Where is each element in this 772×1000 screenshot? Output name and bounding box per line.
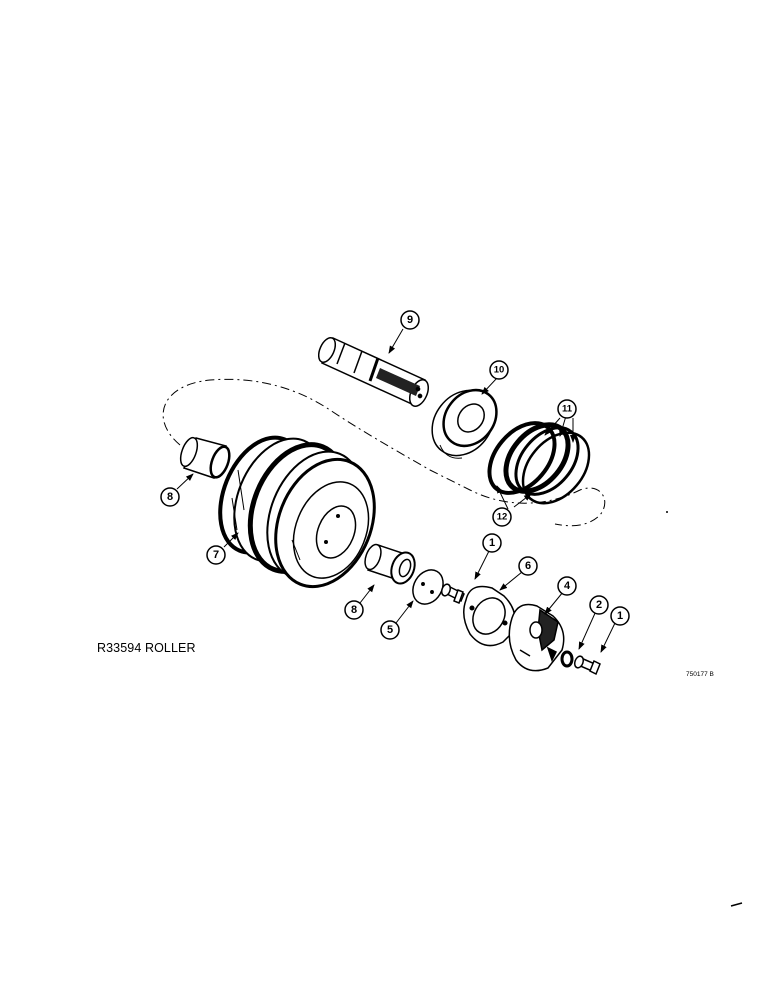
svg-text:6: 6 — [525, 560, 531, 572]
callout-6: 7 — [206, 545, 226, 565]
stray-mark — [730, 902, 743, 907]
svg-text:11: 11 — [562, 404, 573, 415]
lock-washer-part — [560, 650, 574, 668]
callout-7: 8 — [344, 600, 364, 620]
seal-ring-part — [431, 388, 498, 459]
callout-8: 8 — [160, 487, 180, 507]
callout-1-left: 1 — [482, 533, 502, 553]
diagram-caption: R33594 ROLLER — [97, 641, 196, 655]
roller-part — [218, 435, 376, 589]
callout-10: 10 — [489, 360, 509, 380]
washer-part — [412, 569, 444, 605]
svg-text:1: 1 — [489, 537, 495, 549]
svg-text:8: 8 — [167, 491, 173, 503]
callout-4: 5 — [380, 620, 400, 640]
flanged-bushing-part — [364, 543, 416, 585]
svg-text:4: 4 — [564, 580, 571, 592]
cap-screw-part-right — [573, 655, 601, 676]
seal-rings-part — [487, 421, 591, 505]
svg-text:12: 12 — [497, 512, 508, 523]
bushing-part — [179, 436, 231, 479]
assembly-dashed-line — [162, 378, 606, 527]
svg-text:8: 8 — [351, 604, 357, 616]
drawing-code: 750177 B — [686, 671, 714, 678]
callout-5: 6 — [518, 556, 538, 576]
callout-11: 11 — [557, 399, 577, 419]
stray-dot — [666, 511, 668, 513]
svg-text:10: 10 — [494, 365, 505, 376]
leader-lines — [176, 328, 616, 653]
callout-9: 9 — [400, 310, 420, 330]
callout-2: 2 — [589, 595, 609, 615]
svg-text:1: 1 — [617, 610, 623, 622]
callout-12: 12 — [492, 507, 512, 527]
svg-text:2: 2 — [596, 599, 602, 611]
callout-3: 4 — [557, 576, 577, 596]
cap-screw-part — [440, 583, 465, 604]
svg-text:9: 9 — [407, 314, 413, 326]
svg-text:5: 5 — [387, 624, 393, 636]
callout-1-right: 1 — [610, 606, 630, 626]
end-cap-part — [508, 603, 565, 672]
shaft-part — [317, 337, 430, 407]
gasket-part — [463, 585, 516, 647]
svg-text:7: 7 — [213, 549, 219, 561]
